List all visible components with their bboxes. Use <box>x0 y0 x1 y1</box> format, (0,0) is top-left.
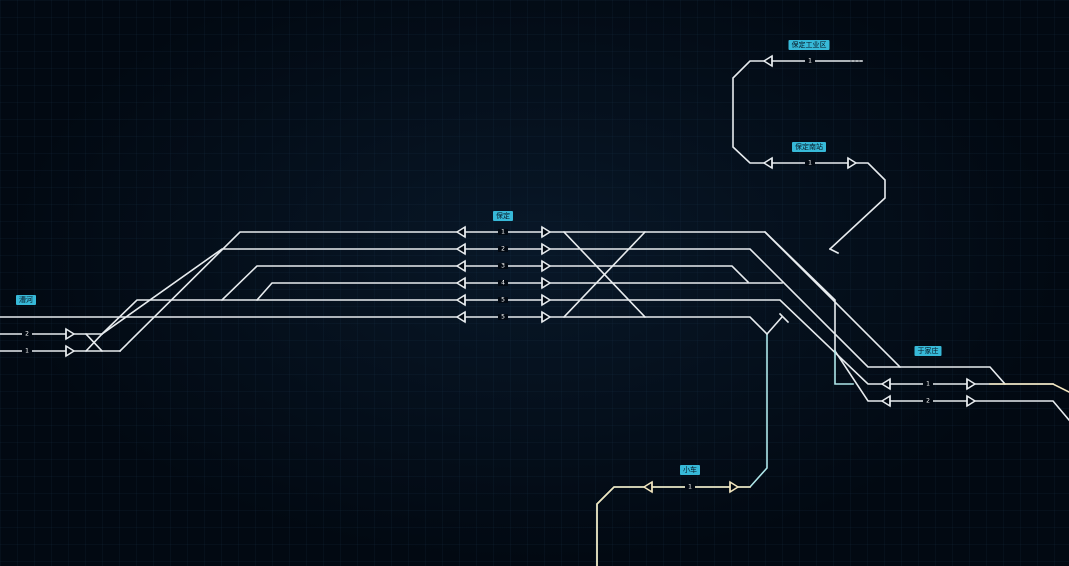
buffer-stop <box>828 247 840 255</box>
signal-right-icon <box>541 293 552 307</box>
track-number-label: 3 <box>498 263 508 270</box>
track-number-label: 1 <box>498 229 508 236</box>
signal-left-icon <box>762 156 773 170</box>
signal-right-icon <box>541 259 552 273</box>
yujiazhuang-tracks <box>834 350 1069 393</box>
track-line <box>220 265 750 302</box>
station-label-xuhe: 漕河 <box>16 295 36 305</box>
svg-text:2: 2 <box>926 398 930 405</box>
buffer-stop <box>778 312 790 324</box>
signal-left-icon <box>455 259 466 273</box>
track-number-label: 2 <box>22 331 32 338</box>
signal-left-icon <box>455 242 466 256</box>
signal-left-icon <box>880 394 891 408</box>
svg-text:1: 1 <box>808 58 812 65</box>
track-number-label: 2 <box>923 398 933 405</box>
signal-right-icon <box>729 480 740 494</box>
track-number-label: 1 <box>685 484 695 491</box>
svg-text:1: 1 <box>25 348 29 355</box>
signal-left-icon <box>455 293 466 307</box>
track-line <box>596 486 751 566</box>
track-number-label: 1 <box>805 58 815 65</box>
track-line <box>834 350 854 385</box>
track-line <box>732 60 886 251</box>
signal-right-icon <box>847 156 858 170</box>
track-number-label: 1 <box>923 381 933 388</box>
signal-right-icon <box>541 310 552 324</box>
track-line <box>596 333 768 566</box>
svg-text:5: 5 <box>501 314 505 321</box>
signal-right-icon <box>65 344 76 358</box>
track-number-label: 2 <box>498 246 508 253</box>
station-label-yujiazhuang: 于家庄 <box>914 346 942 356</box>
svg-text:1: 1 <box>926 381 930 388</box>
track-line <box>833 349 1069 422</box>
station-label-baoding: 保定 <box>493 211 513 221</box>
signal-left-icon <box>762 54 773 68</box>
track-number-label: 1 <box>22 348 32 355</box>
xiaoche-branch <box>596 312 790 566</box>
station-label-xiaoche: 小车 <box>680 465 700 475</box>
track-line <box>989 383 1069 393</box>
track-number-label: 5 <box>498 314 508 321</box>
signal-right-icon <box>541 242 552 256</box>
track-line <box>0 316 769 336</box>
svg-text:4: 4 <box>501 280 505 287</box>
track-number-label: 1 <box>805 160 815 167</box>
signals <box>65 54 977 494</box>
signal-right-icon <box>541 276 552 290</box>
svg-text:2: 2 <box>25 331 29 338</box>
crossover <box>84 332 104 353</box>
signal-right-icon <box>65 327 76 341</box>
signal-left-icon <box>642 480 653 494</box>
station-label-baoding-gongwuqu: 保定工业区 <box>788 40 830 50</box>
baoding-south-branch <box>732 60 886 255</box>
track-number-label: 4 <box>498 280 508 287</box>
track-line <box>100 248 1007 386</box>
signal-right-icon <box>966 377 977 391</box>
signal-left-icon <box>455 310 466 324</box>
svg-text:3: 3 <box>501 263 505 270</box>
svg-text:1: 1 <box>501 229 505 236</box>
svg-text:1: 1 <box>808 160 812 167</box>
baoding-station-tracks <box>0 230 1069 422</box>
svg-text:1: 1 <box>688 484 692 491</box>
signal-left-icon <box>880 377 891 391</box>
signal-right-icon <box>966 394 977 408</box>
track-line <box>100 299 1054 385</box>
track-line <box>255 282 783 302</box>
track-line <box>765 315 784 336</box>
svg-text:2: 2 <box>501 246 505 253</box>
signal-left-icon <box>455 225 466 239</box>
svg-text:5: 5 <box>501 297 505 304</box>
station-label-baoding-nanzhan: 保定南站 <box>792 142 826 152</box>
crossover <box>562 230 647 319</box>
track-number-label: 5 <box>498 297 508 304</box>
track-line <box>763 230 836 352</box>
signal-left-icon <box>455 276 466 290</box>
track-numbers: 1 2 3 4 5 5 2 1 1 1 1 2 1 <box>22 58 933 491</box>
signal-right-icon <box>541 225 552 239</box>
xuhe-tracks <box>0 333 121 352</box>
